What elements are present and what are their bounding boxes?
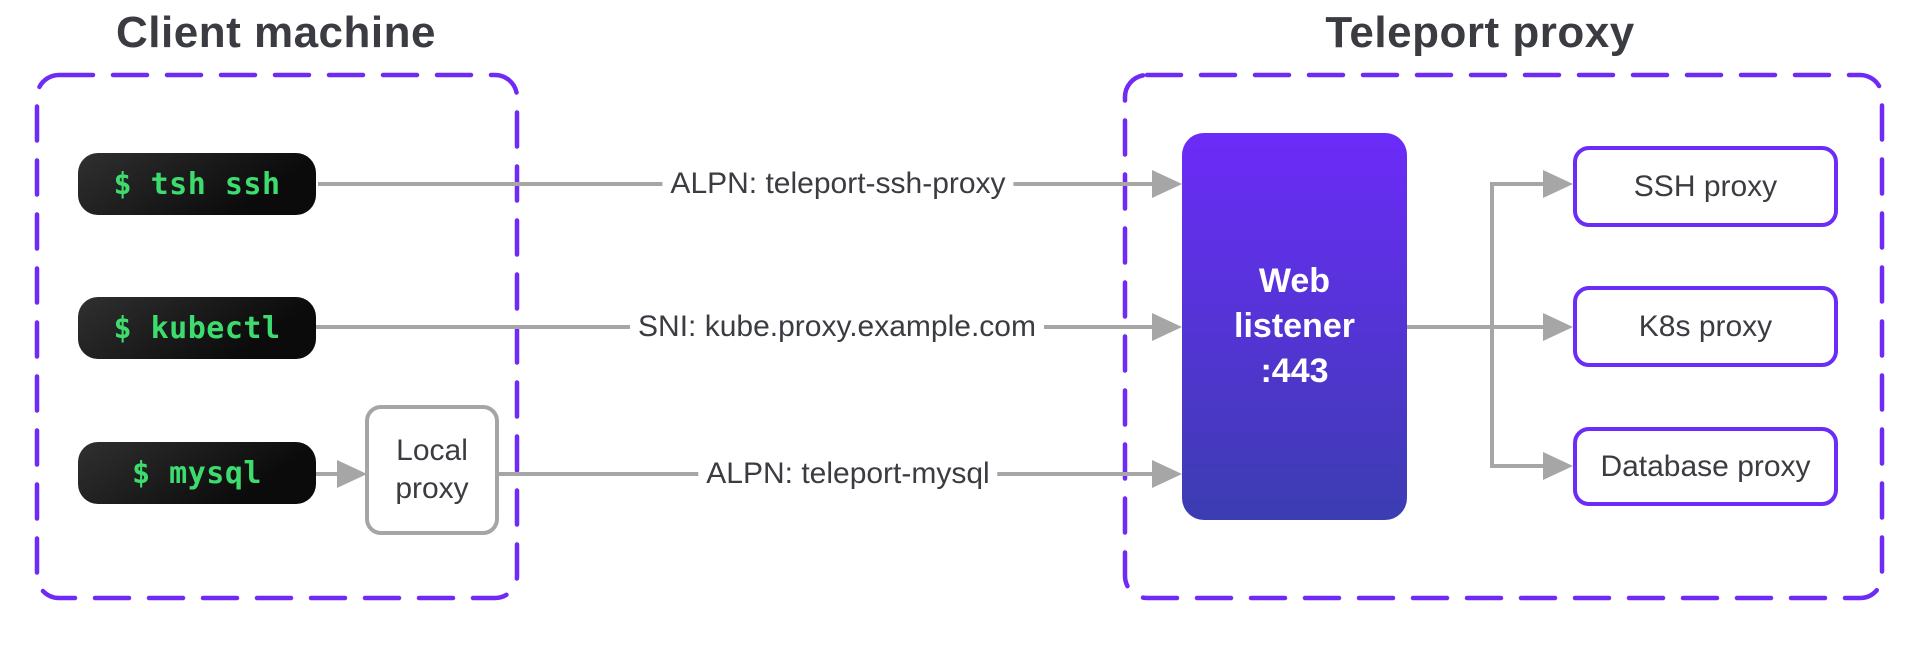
k8s-proxy-label: K8s proxy bbox=[1638, 309, 1773, 343]
web-listener-port: :443 bbox=[1260, 352, 1329, 390]
web-listener-line: listener bbox=[1234, 307, 1355, 345]
database-proxy-node: Database proxy bbox=[1573, 427, 1838, 506]
database-proxy-label: Database proxy bbox=[1600, 449, 1811, 483]
arrowhead-icon bbox=[1543, 313, 1573, 341]
terminal-command-text: $ mysql bbox=[132, 455, 262, 491]
connection-label-alpn-ssh: ALPN: teleport-ssh-proxy bbox=[662, 165, 1014, 203]
local-proxy-label: Local proxy bbox=[395, 434, 469, 505]
ssh-proxy-node: SSH proxy bbox=[1573, 146, 1838, 227]
connector-line-to-ssh-proxy bbox=[1492, 182, 1547, 186]
arrowhead-icon bbox=[1152, 460, 1182, 488]
web-listener-node: Web listener :443 bbox=[1182, 133, 1407, 520]
teleport-proxy-title: Teleport proxy bbox=[1325, 8, 1635, 57]
terminal-mysql: $ mysql bbox=[78, 442, 316, 504]
local-proxy-node: Local proxy bbox=[365, 405, 499, 535]
connector-line-listener-out bbox=[1407, 325, 1547, 329]
terminal-command-text: $ tsh ssh bbox=[113, 166, 281, 202]
client-machine-title: Client machine bbox=[116, 8, 436, 57]
connection-label-alpn-mysql: ALPN: teleport-mysql bbox=[698, 455, 998, 493]
client-machine-group-border bbox=[34, 72, 520, 601]
connector-line-to-database-proxy bbox=[1492, 464, 1547, 468]
arrowhead-icon bbox=[1543, 452, 1573, 480]
k8s-proxy-node: K8s proxy bbox=[1573, 286, 1838, 367]
connector-branch-vertical bbox=[1490, 182, 1494, 468]
arrowhead-icon bbox=[1152, 170, 1182, 198]
web-listener-line: Web bbox=[1258, 262, 1331, 300]
connection-label-sni-kube: SNI: kube.proxy.example.com bbox=[630, 308, 1044, 346]
connector-line-mysql-to-localproxy bbox=[315, 472, 340, 476]
ssh-proxy-label: SSH proxy bbox=[1633, 169, 1778, 203]
arrowhead-icon bbox=[1543, 170, 1573, 198]
arrowhead-icon bbox=[1152, 313, 1182, 341]
terminal-tsh-ssh: $ tsh ssh bbox=[78, 153, 316, 215]
terminal-command-text: $ kubectl bbox=[113, 310, 281, 346]
terminal-kubectl: $ kubectl bbox=[78, 297, 316, 359]
teleport-proxy-group-border bbox=[1122, 72, 1885, 601]
arrowhead-icon bbox=[337, 460, 367, 488]
